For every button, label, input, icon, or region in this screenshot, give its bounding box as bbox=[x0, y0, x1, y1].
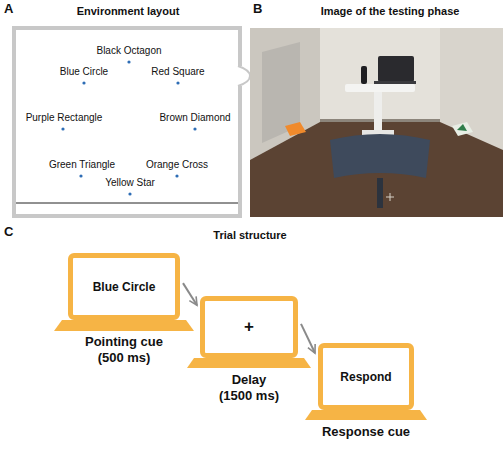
panel-letter: A bbox=[4, 2, 13, 17]
laptop-screen: RespondResponse cue bbox=[318, 343, 414, 410]
object-label: Black Octagon bbox=[96, 45, 161, 57]
phase-caption: Delay (1500 ms) bbox=[216, 372, 282, 403]
laptop-screen: Blue CirclePointing cue (500 ms) bbox=[68, 253, 180, 320]
screen-text: Blue Circle bbox=[93, 280, 156, 294]
chair-back bbox=[330, 134, 430, 178]
location-dot bbox=[193, 127, 196, 130]
location-dot bbox=[175, 174, 178, 177]
floor bbox=[250, 122, 503, 217]
laptop-lid bbox=[378, 56, 414, 82]
laptop-base bbox=[305, 410, 427, 420]
panel-letter: C bbox=[4, 225, 13, 240]
panel-title: Environment layout bbox=[77, 5, 180, 18]
phase-caption: Response cue bbox=[310, 424, 422, 440]
location-dot bbox=[176, 81, 179, 84]
laptop-base bbox=[187, 358, 311, 368]
screen-text: Respond bbox=[340, 370, 391, 384]
panel-title: Trial structure bbox=[213, 229, 286, 242]
chair-post bbox=[377, 178, 383, 208]
object-label: Orange Cross bbox=[146, 159, 208, 171]
location-dot bbox=[82, 81, 85, 84]
laptop-screen: +Delay (1500 ms) bbox=[200, 296, 298, 358]
environment-frame bbox=[14, 28, 240, 216]
panel-title: Image of the testing phase bbox=[321, 5, 460, 18]
panel-letter: B bbox=[253, 2, 262, 17]
laptop-base bbox=[54, 320, 194, 331]
green-marker-card bbox=[452, 122, 473, 136]
object-label: Green Triangle bbox=[49, 159, 115, 171]
object-label: Purple Rectangle bbox=[26, 112, 103, 124]
location-dot bbox=[128, 192, 131, 195]
object-label: Blue Circle bbox=[60, 66, 108, 78]
wall-line bbox=[16, 203, 238, 204]
joystick bbox=[361, 66, 367, 84]
table-leg bbox=[374, 92, 382, 132]
phase-caption: Pointing cue (500 ms) bbox=[76, 334, 172, 365]
location-dot bbox=[79, 174, 82, 177]
sequence-arrow bbox=[183, 283, 197, 305]
laptop-base bbox=[374, 81, 416, 84]
photo-ground bbox=[250, 28, 503, 217]
orange-marker bbox=[285, 122, 306, 136]
door-swing bbox=[238, 66, 250, 86]
object-label: Red Square bbox=[151, 66, 204, 78]
object-label: Yellow Star bbox=[105, 177, 155, 189]
object-label: Brown Diamond bbox=[159, 112, 230, 124]
screen-text: + bbox=[244, 317, 254, 337]
green-marker bbox=[457, 124, 467, 131]
sequence-arrow bbox=[301, 324, 315, 353]
location-dot bbox=[127, 60, 130, 63]
table-top bbox=[345, 84, 415, 92]
location-dot bbox=[61, 127, 64, 130]
floor-mark bbox=[386, 193, 394, 201]
